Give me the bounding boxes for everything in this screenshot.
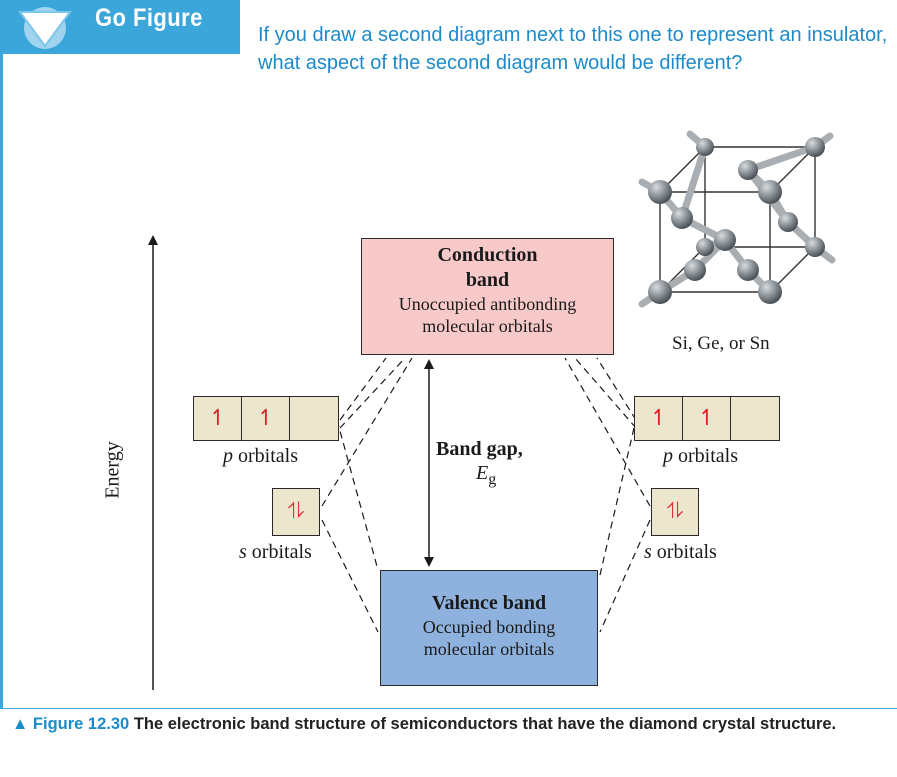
right-correlation-lines	[564, 357, 651, 633]
left-rule	[0, 54, 3, 708]
funnel-triangle-icon	[18, 7, 72, 49]
conduction-band-title-line1: Conduction	[437, 244, 538, 266]
electron-up-arrow-icon: ↿	[256, 405, 276, 431]
electron-pair-arrows-icon: ⥮	[667, 499, 683, 524]
go-figure-question: If you draw a second diagram next to thi…	[258, 24, 888, 74]
valence-band-desc-line1: Occupied bonding	[422, 617, 556, 637]
valence-band-box: Valence band Occupied bonding molecular …	[380, 570, 598, 686]
band-gap-title: Band gap,	[436, 438, 523, 460]
band-gap-symbol: Eg	[476, 462, 497, 488]
left-correlation-lines	[321, 357, 413, 633]
valence-band-title: Valence band	[431, 592, 547, 614]
electron-pair-arrows-icon: ⥮	[288, 499, 304, 524]
band-gap-label: Band gap, Eg	[436, 437, 523, 492]
diamond-crystal-structure-icon	[638, 130, 836, 308]
right-p-orbital-1: ↿	[634, 396, 684, 441]
conduction-band-desc-line2: molecular orbitals	[422, 316, 553, 336]
right-p-orbital-2: ↿	[682, 396, 732, 441]
electron-up-arrow-icon: ↿	[208, 405, 228, 431]
bottom-rule	[0, 708, 897, 709]
left-p-orbitals-label: p orbitals	[223, 445, 298, 467]
valence-band-desc-line2: molecular orbitals	[423, 639, 555, 659]
conduction-band-desc-line1: Unoccupied antibonding	[398, 294, 577, 314]
go-figure-title: Go Figure	[95, 4, 203, 32]
left-s-orbital: ⥮	[272, 488, 320, 536]
conduction-band-title-line2: band	[465, 269, 510, 291]
go-figure-header: Go Figure	[0, 0, 240, 54]
crystal-label: Si, Ge, or Sn	[672, 333, 770, 354]
right-s-orbitals-label: s orbitals	[644, 541, 717, 563]
electron-up-arrow-icon: ↿	[697, 405, 717, 431]
conduction-band-box: Conduction band Unoccupied antibonding m…	[361, 238, 614, 355]
energy-axis-label: Energy	[101, 441, 124, 499]
left-p-orbital-1: ↿	[193, 396, 243, 441]
left-p-orbital-2: ↿	[241, 396, 291, 441]
right-p-orbitals-label: p orbitals	[663, 445, 738, 467]
right-p-orbital-3	[730, 396, 780, 441]
left-p-orbital-3	[289, 396, 339, 441]
electron-up-arrow-icon: ↿	[649, 405, 669, 431]
figure-number: ▲ Figure 12.30	[12, 715, 130, 733]
figure-caption-text: The electronic band structure of semicon…	[133, 715, 837, 733]
right-s-orbital: ⥮	[651, 488, 699, 536]
left-s-orbitals-label: s orbitals	[239, 541, 312, 563]
figure-caption: ▲ Figure 12.30 The electronic band struc…	[12, 712, 896, 736]
